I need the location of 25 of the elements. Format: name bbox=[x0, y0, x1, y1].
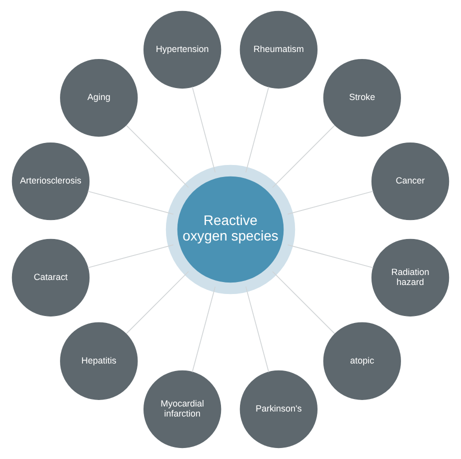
connector bbox=[272, 125, 335, 188]
node-circle: Aging bbox=[60, 59, 138, 137]
connector bbox=[192, 286, 216, 373]
connector bbox=[87, 244, 174, 268]
connector bbox=[287, 244, 374, 268]
node-circle: Rheumatism bbox=[240, 10, 318, 89]
node-circle: Myocardial infarction bbox=[143, 370, 222, 448]
connector bbox=[126, 125, 189, 188]
node-circle: atopic bbox=[323, 322, 401, 400]
node-circle: Reactive oxygen species bbox=[166, 164, 296, 294]
node-circle: Hepatitis bbox=[60, 322, 138, 400]
node-circle: Hypertension bbox=[143, 10, 222, 89]
node-circle: Stroke bbox=[323, 59, 401, 137]
node-circle: Radiation hazard bbox=[371, 238, 450, 317]
connector bbox=[192, 86, 216, 173]
connector bbox=[245, 86, 270, 173]
connector bbox=[272, 271, 335, 334]
node-circle: Cancer bbox=[371, 142, 450, 220]
node-circle: Cataract bbox=[12, 238, 90, 317]
connector bbox=[245, 286, 270, 373]
connector bbox=[87, 190, 174, 215]
connector bbox=[126, 271, 189, 334]
node-circle: Parkinson's bbox=[240, 370, 318, 448]
node-circle: Arteriosclerosis bbox=[12, 142, 90, 220]
connector bbox=[287, 190, 374, 215]
